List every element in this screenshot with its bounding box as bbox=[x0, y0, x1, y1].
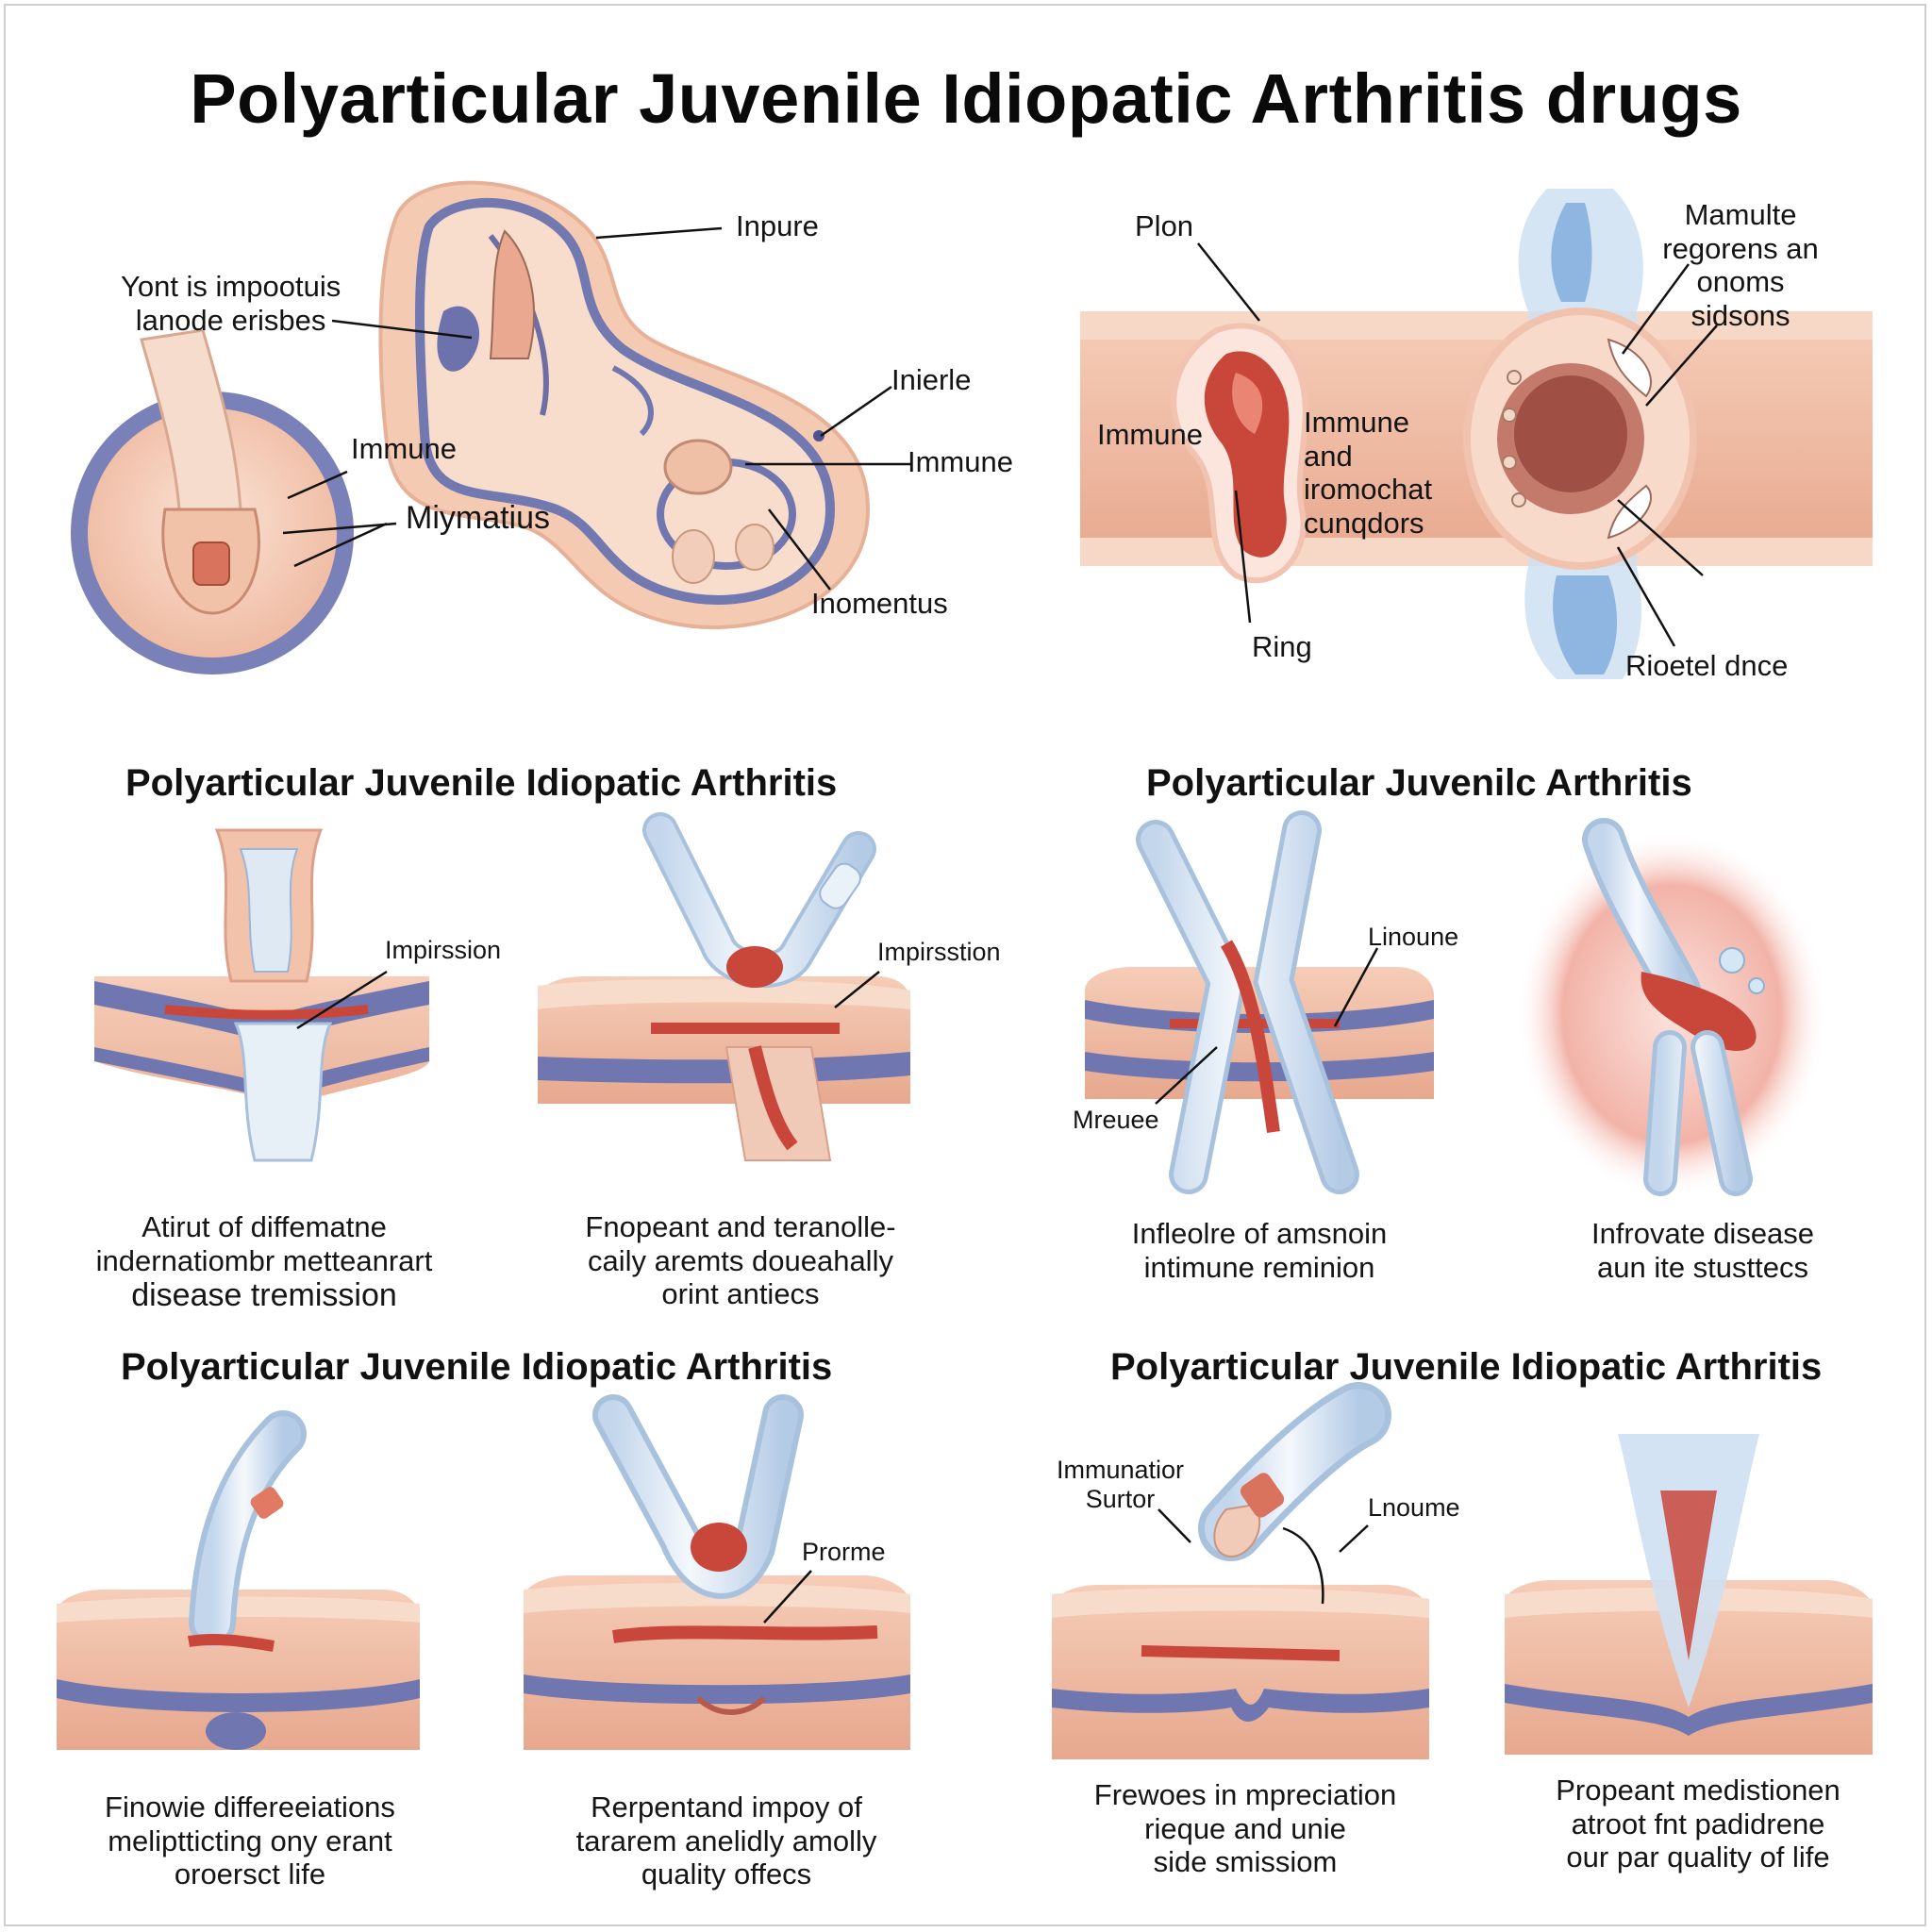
panel-7-label-left: Immunatior Surtor bbox=[1056, 1456, 1185, 1514]
image-frame bbox=[4, 4, 1926, 1926]
main-title: Polyarticular Juvenile Idiopatic Arthrit… bbox=[190, 59, 1742, 138]
panel-8-illustration bbox=[1505, 1434, 1873, 1755]
label-mamulte: Mamulte regorens an onoms sidsons bbox=[1662, 198, 1819, 332]
section-title-middle-right: Polyarticular Juvenilc Arthritis bbox=[1146, 762, 1692, 804]
panel-1-label: Impirssion bbox=[385, 936, 502, 964]
panel-7-illustration bbox=[1052, 1382, 1429, 1759]
label-immune-right: Immune bbox=[908, 445, 1013, 478]
panel-2-label: Impirsstion bbox=[877, 938, 1001, 966]
label-inomentus: Inomentus bbox=[811, 587, 948, 620]
section-title-bottom-left: Polyarticular Juvenile Idiopatic Arthrit… bbox=[121, 1346, 833, 1388]
top-right-joint-illustration bbox=[1080, 189, 1873, 679]
panel-6-label: Prorme bbox=[802, 1538, 886, 1566]
panel-1-caption: Atirut of diffematne indernatiombr mette… bbox=[95, 1210, 433, 1314]
panel-8-caption: Propeant medistionen atroot fnt padidren… bbox=[1556, 1774, 1840, 1874]
leader-lines bbox=[282, 226, 1718, 1624]
panel-6-caption: Rerpentand impoy of tararem anelidly amo… bbox=[575, 1790, 877, 1891]
panel-3-illustration bbox=[1085, 810, 1434, 1194]
panel-7-label-right: Lnoume bbox=[1368, 1493, 1460, 1522]
section-title-middle-left: Polyarticular Juvenile Idiopatic Arthrit… bbox=[125, 762, 838, 804]
label-inpure: Inpure bbox=[736, 209, 819, 242]
panel-4-illustration bbox=[1516, 818, 1827, 1198]
label-rioetel: Rioetel dnce bbox=[1625, 649, 1789, 682]
panel-7-caption: Frewoes in mpreciation rieque and unie s… bbox=[1093, 1778, 1397, 1879]
label-inierle: Inierle bbox=[891, 363, 972, 396]
top-left-joint-illustration bbox=[71, 180, 871, 675]
label-miymatius: Miymatius bbox=[406, 500, 551, 536]
label-immune-left: Immune bbox=[351, 432, 457, 465]
panel-3-caption: Infleolre of amsnoin intimune reminion bbox=[1131, 1217, 1388, 1284]
panel-4-caption: Infrovate disease aun ite stusttecs bbox=[1591, 1217, 1815, 1284]
panel-2-illustration bbox=[538, 812, 910, 1161]
label-point: Yont is impootuis lanode erisbes bbox=[121, 270, 341, 337]
label-immune-tr: Immune bbox=[1097, 418, 1203, 451]
label-ring: Ring bbox=[1252, 630, 1312, 663]
panel-3-label-top: Linoune bbox=[1368, 923, 1459, 951]
panel-2-caption: Fnopeant and teranolle- caily aremts dou… bbox=[585, 1210, 896, 1311]
panel-3-label-left: Mreuee bbox=[1073, 1106, 1159, 1134]
panel-1-illustration bbox=[94, 828, 429, 1162]
panel-6-illustration bbox=[524, 1394, 910, 1750]
section-title-bottom-right: Polyarticular Juvenile Idiopatic Arthrit… bbox=[1110, 1346, 1823, 1388]
label-plon: Plon bbox=[1135, 209, 1194, 242]
panel-5-caption: Finowie differeeiations meliptticting on… bbox=[105, 1790, 395, 1891]
panel-5-illustration bbox=[57, 1410, 420, 1750]
label-immune-and: Immune and iromochat cunqdors bbox=[1304, 406, 1433, 540]
